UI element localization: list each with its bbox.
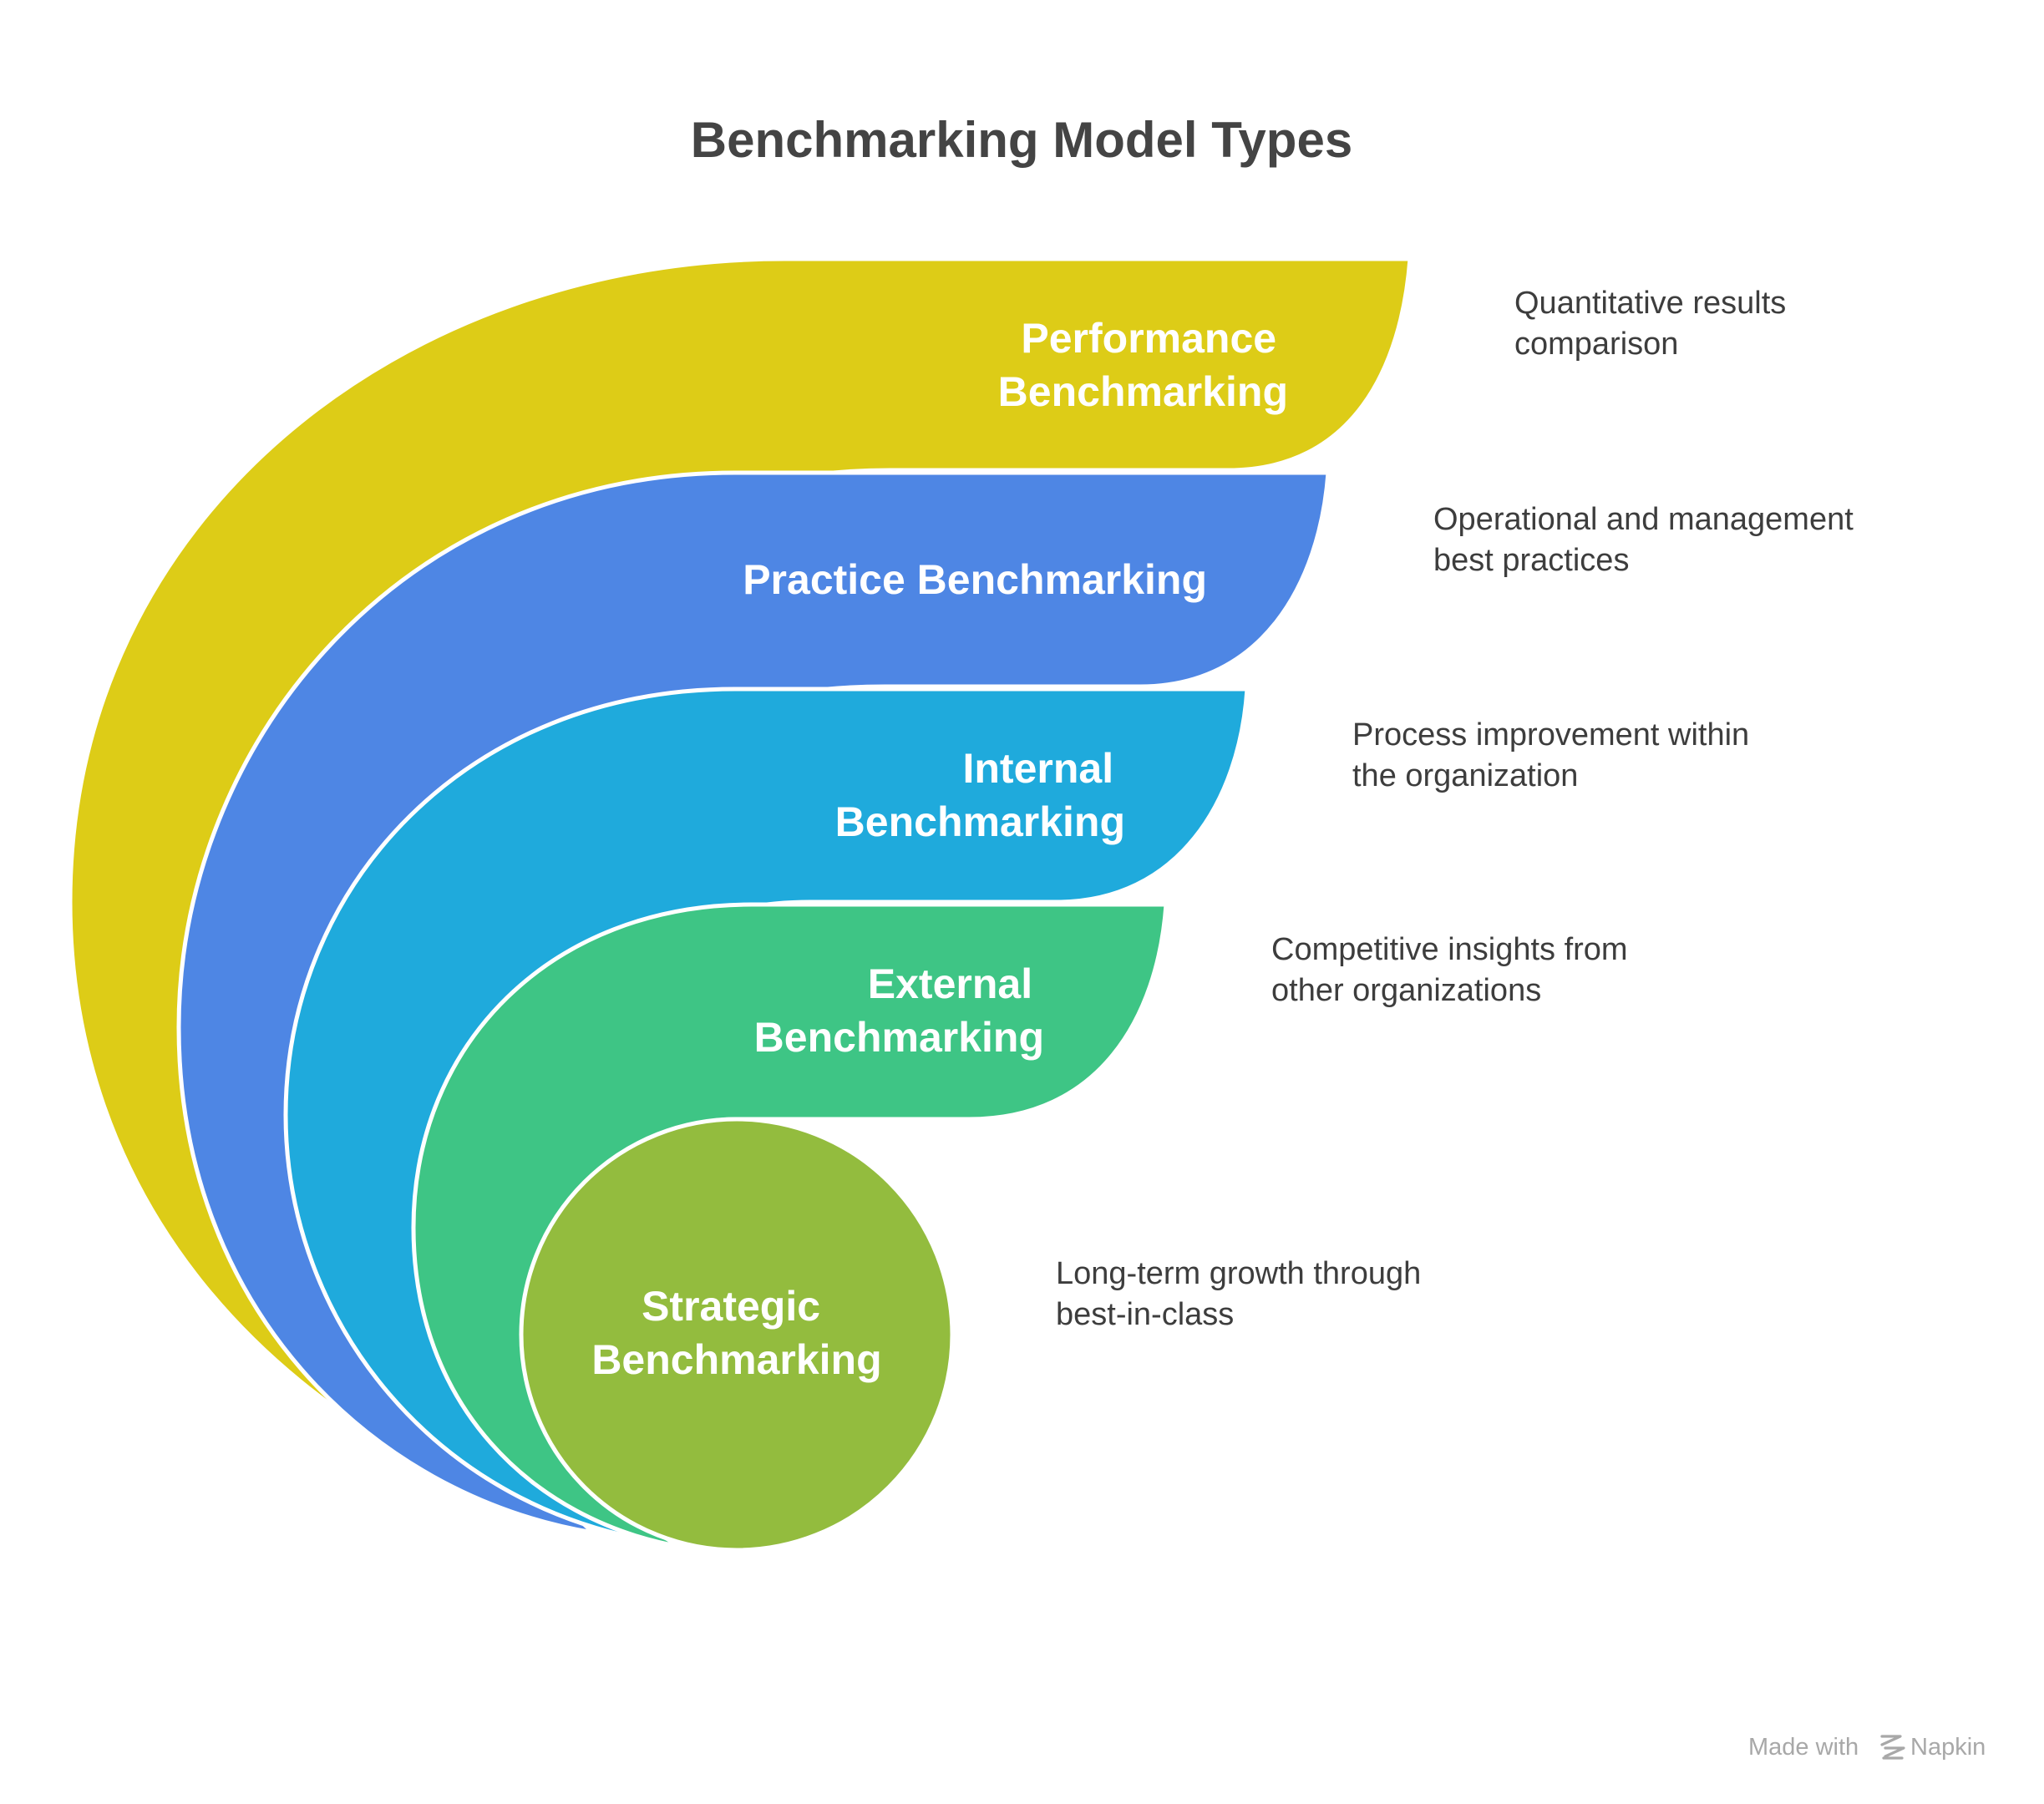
napkin-logo-icon xyxy=(1880,1735,1905,1760)
internal-benchmarking-label: Internal Benchmarking xyxy=(835,745,1125,845)
napkin-credit[interactable]: Made with Napkin xyxy=(1748,1734,1986,1761)
strategic-benchmarking-circle xyxy=(519,1117,955,1553)
internal-benchmarking-description: Process improvement within the organizat… xyxy=(1352,717,1758,793)
performance-benchmarking-description: Quantitative results comparison xyxy=(1514,286,1795,362)
external-benchmarking-description: Competitive insights from other organiza… xyxy=(1271,932,1636,1008)
diagram-title: Benchmarking Model Types xyxy=(691,112,1352,168)
performance-benchmarking-label: Performance Benchmarking xyxy=(998,315,1288,415)
strategic-benchmarking-description: Long-term growth through best-in-class xyxy=(1056,1256,1430,1332)
external-benchmarking-label: External Benchmarking xyxy=(754,960,1044,1061)
practice-benchmarking-description: Operational and management best practice… xyxy=(1433,502,1862,578)
practice-benchmarking-label: Practice Benchmarking xyxy=(743,556,1207,603)
made-with-text: Made with xyxy=(1748,1734,1859,1761)
napkin-brand-text: Napkin xyxy=(1910,1734,1986,1761)
strategic-benchmarking-label: Strategic Benchmarking xyxy=(591,1283,881,1383)
